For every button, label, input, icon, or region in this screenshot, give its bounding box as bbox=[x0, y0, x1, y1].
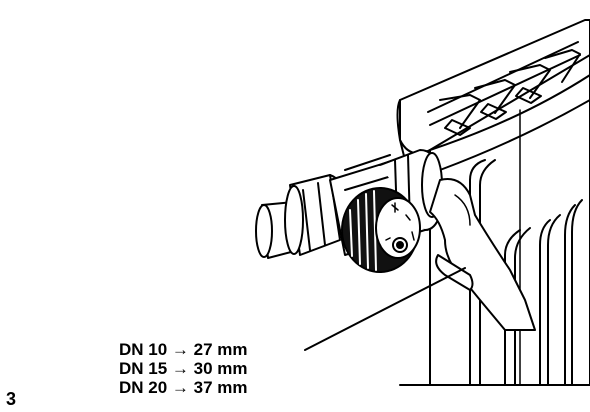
wrench-size-dn20: DN 20 → 37 mm bbox=[119, 378, 248, 397]
wrench-size-dn15: DN 15 → 30 mm bbox=[119, 359, 248, 378]
leader-line bbox=[304, 267, 466, 351]
wrench-size-dn10: DN 10 → 27 mm bbox=[119, 340, 248, 359]
open-end-wrench bbox=[429, 178, 536, 331]
thermostatic-knob bbox=[341, 187, 421, 273]
step-number: 3 bbox=[6, 389, 17, 409]
wrench-size-list: DN 10 → 27 mm DN 15 → 30 mm DN 20 → 37 m… bbox=[119, 340, 248, 397]
radiator-body bbox=[396, 19, 590, 386]
